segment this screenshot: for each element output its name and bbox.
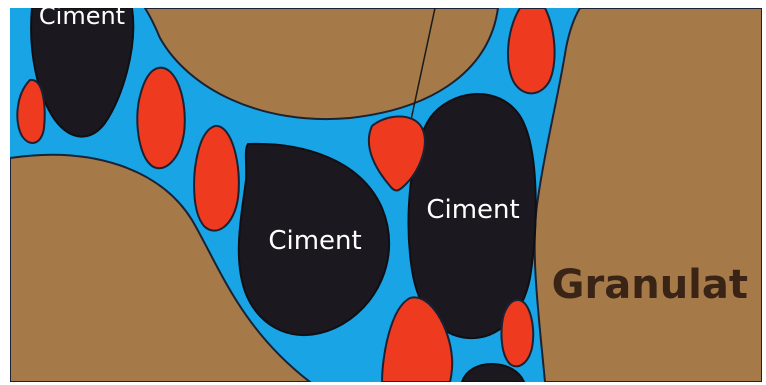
aggregate-right: [535, 8, 762, 382]
cement-label-right: Ciment: [426, 195, 519, 225]
bubble-bottom-right: [502, 300, 534, 366]
bubble-upper-middle: [137, 68, 184, 169]
diagram-frame: Ciment Ciment Ciment Granulat: [10, 8, 762, 382]
bubble-middle: [194, 126, 239, 231]
bubble-top-right: [508, 8, 555, 93]
concrete-structure-diagram: Ciment Ciment Ciment Granulat: [10, 8, 762, 382]
cement-label-center: Ciment: [268, 226, 361, 256]
aggregate-label: Granulat: [552, 262, 748, 308]
cement-label-top: Ciment: [39, 8, 125, 30]
